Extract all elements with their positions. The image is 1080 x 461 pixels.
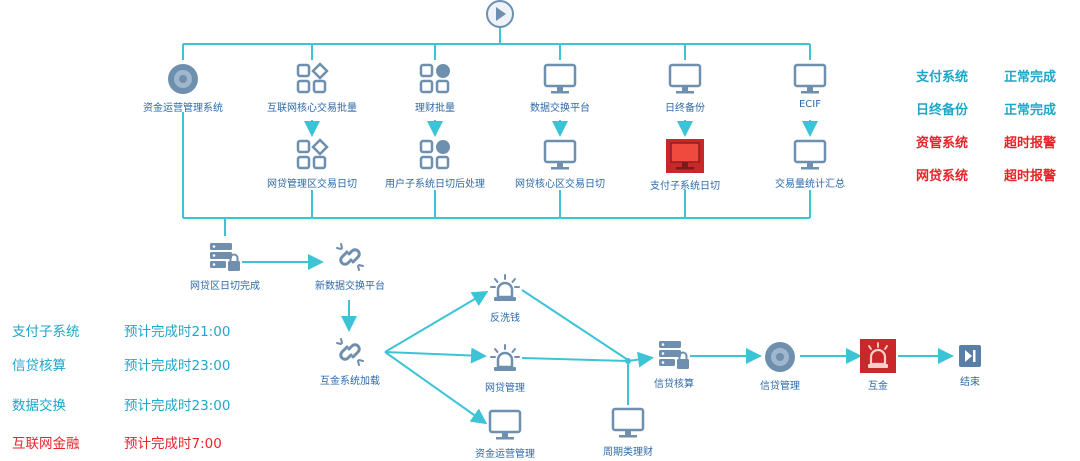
monitor-icon — [488, 408, 522, 442]
node-credit-accounting[interactable]: 信贷核算 — [614, 338, 734, 390]
play-button[interactable] — [484, 0, 516, 28]
node-label: 资金运营管理 — [475, 449, 535, 460]
node-user-subsystem-post[interactable]: 用户子系统日切后处理 — [375, 138, 495, 190]
alarm-icon — [488, 342, 522, 376]
status-text: 正常完成 — [1004, 103, 1057, 118]
node-label: 网贷管理区交易日切 — [267, 179, 357, 190]
node-label: 新数据交换平台 — [315, 281, 385, 292]
eta-row: 互联网金融 预计完成时7:00 — [12, 432, 222, 452]
node-wealth-batch[interactable]: 理财批量 — [375, 62, 495, 114]
node-label: 交易量统计汇总 — [775, 179, 845, 190]
node-loan-management[interactable]: 网贷管理 — [445, 342, 565, 394]
node-hujin-load[interactable]: 互金系统加载 — [290, 335, 410, 387]
node-loan-core-cutover[interactable]: 网贷核心区交易日切 — [500, 138, 620, 190]
node-label: 信贷核算 — [654, 379, 694, 390]
monitor-icon — [543, 138, 577, 172]
node-label: 互金 — [868, 381, 888, 392]
status-row: 网贷系统 超时报警 — [916, 165, 1056, 184]
monitor-icon — [793, 138, 827, 172]
node-internet-core-batch[interactable]: 互联网核心交易批量 — [252, 62, 372, 114]
status-system: 支付系统 — [916, 70, 969, 85]
gear-circle-icon — [166, 62, 200, 96]
node-label: 互金系统加载 — [320, 376, 380, 387]
node-label: 网贷核心区交易日切 — [515, 179, 605, 190]
eta-system: 信贷核算 — [12, 358, 66, 374]
node-eod-backup[interactable]: 日终备份 — [625, 62, 745, 114]
node-label: ECIF — [798, 99, 821, 110]
node-loan-mgmt-cutover[interactable]: 网贷管理区交易日切 — [252, 138, 372, 190]
status-text: 正常完成 — [1004, 70, 1057, 85]
grid-diamond-icon — [295, 62, 329, 96]
node-hujin[interactable]: 互金 — [818, 338, 938, 392]
status-row: 资管系统 超时报警 — [916, 132, 1056, 151]
status-system: 网贷系统 — [916, 169, 969, 184]
node-label: 网贷区日切完成 — [190, 281, 260, 292]
status-system: 日终备份 — [916, 103, 969, 118]
node-data-exchange[interactable]: 数据交换平台 — [500, 62, 620, 114]
eta-system: 数据交换 — [12, 398, 66, 414]
status-row: 日终备份 正常完成 — [916, 99, 1056, 118]
node-label: 网贷管理 — [485, 383, 525, 394]
node-label: 信贷管理 — [760, 381, 800, 392]
node-payment-subsystem-cutover[interactable]: 支付子系统日切 — [625, 138, 745, 192]
node-label: 支付子系统日切 — [650, 181, 720, 192]
gear-circle-icon — [763, 340, 797, 374]
grid-circle-icon — [418, 138, 452, 172]
eta-time: 预计完成时7:00 — [124, 436, 222, 452]
server-lock-icon — [208, 240, 242, 274]
eta-time: 预计完成时21:00 — [124, 324, 231, 340]
node-label: 结束 — [960, 377, 980, 388]
eta-row: 信贷核算 预计完成时23:00 — [12, 354, 230, 374]
node-label: 用户子系统日切后处理 — [385, 179, 485, 190]
node-label: 理财批量 — [415, 103, 455, 114]
monitor-icon — [543, 62, 577, 96]
node-ecif[interactable]: ECIF — [750, 62, 870, 110]
eta-system: 互联网金融 — [12, 436, 80, 452]
server-lock-icon — [657, 338, 691, 372]
node-periodic-wealth[interactable]: 周期类理财 — [568, 406, 688, 458]
grid-circle-icon — [418, 62, 452, 96]
node-label: 互联网核心交易批量 — [267, 103, 357, 114]
status-text: 超时报警 — [1004, 136, 1057, 151]
status-system: 资管系统 — [916, 136, 969, 151]
eta-system: 支付子系统 — [12, 324, 80, 340]
monitor-icon — [668, 62, 702, 96]
node-loan-cutover-done[interactable]: 网贷区日切完成 — [165, 240, 285, 292]
node-new-data-exchange[interactable]: 新数据交换平台 — [290, 240, 410, 292]
node-label: 数据交换平台 — [530, 103, 590, 114]
skip-end-icon — [953, 342, 987, 370]
status-row: 支付系统 正常完成 — [916, 66, 1056, 85]
link-icon — [333, 240, 367, 274]
play-icon — [486, 0, 514, 28]
node-end[interactable]: 结束 — [910, 342, 1030, 388]
eta-row: 支付子系统 预计完成时21:00 — [12, 320, 230, 340]
alarm-icon — [488, 272, 522, 306]
node-label: 反洗钱 — [490, 313, 520, 324]
monitor-icon — [665, 138, 705, 174]
node-fund-operations[interactable]: 资金运营管理 — [445, 408, 565, 460]
node-label: 日终备份 — [665, 103, 705, 114]
eta-time: 预计完成时23:00 — [124, 398, 231, 414]
node-fund-ops-system[interactable]: 资金运营管理系统 — [123, 62, 243, 114]
grid-diamond-icon — [295, 138, 329, 172]
node-anti-money-laundering[interactable]: 反洗钱 — [445, 272, 565, 324]
monitor-icon — [611, 406, 645, 440]
node-volume-summary[interactable]: 交易量统计汇总 — [750, 138, 870, 190]
status-text: 超时报警 — [1004, 169, 1057, 184]
alarm-icon — [859, 338, 897, 374]
link-icon — [333, 335, 367, 369]
node-credit-management[interactable]: 信贷管理 — [720, 340, 840, 392]
node-label: 资金运营管理系统 — [143, 103, 223, 114]
monitor-icon — [793, 62, 827, 96]
node-label: 周期类理财 — [603, 447, 653, 458]
eta-row: 数据交换 预计完成时23:00 — [12, 394, 230, 414]
eta-time: 预计完成时23:00 — [124, 358, 231, 374]
